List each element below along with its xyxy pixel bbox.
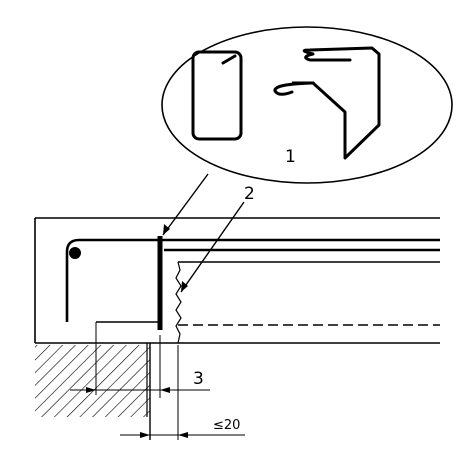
open-stirrup-hook-top xyxy=(304,52,352,62)
leader-arrow-detail xyxy=(163,224,170,235)
leader-line-pointer xyxy=(180,201,245,293)
closed-stirrup-shape xyxy=(191,50,243,141)
dim-arrow-left-gap xyxy=(140,432,150,438)
hooked-top-bar xyxy=(65,238,440,322)
callout-label-pointer: 2 xyxy=(244,184,255,204)
support-wall xyxy=(35,343,151,440)
beam-outline xyxy=(34,217,440,344)
longitudinal-bar-dot xyxy=(69,247,81,259)
dimension-3: 3 xyxy=(70,335,210,440)
dim-arrow-right-3 xyxy=(160,387,170,393)
stirrup-hook-mark xyxy=(221,54,237,65)
leader-arrow-pointer xyxy=(181,281,188,292)
dimension-max-gap: ≤20 xyxy=(120,418,245,438)
callout-label-detail: 1 xyxy=(285,147,296,167)
callout-label-dimension: 3 xyxy=(193,369,204,389)
support-hatch xyxy=(35,345,150,417)
dim-arrow-right-gap xyxy=(178,432,188,438)
open-stirrup-hook-left xyxy=(273,81,315,96)
leader-line-detail xyxy=(162,173,209,236)
open-stirrup-shape xyxy=(292,46,381,160)
max-gap-label: ≤20 xyxy=(213,418,240,433)
detail-ellipse xyxy=(161,26,453,184)
broken-edge xyxy=(175,261,182,344)
dim-arrow-left-3 xyxy=(86,387,96,393)
detail-bubble: 1 xyxy=(161,26,453,184)
